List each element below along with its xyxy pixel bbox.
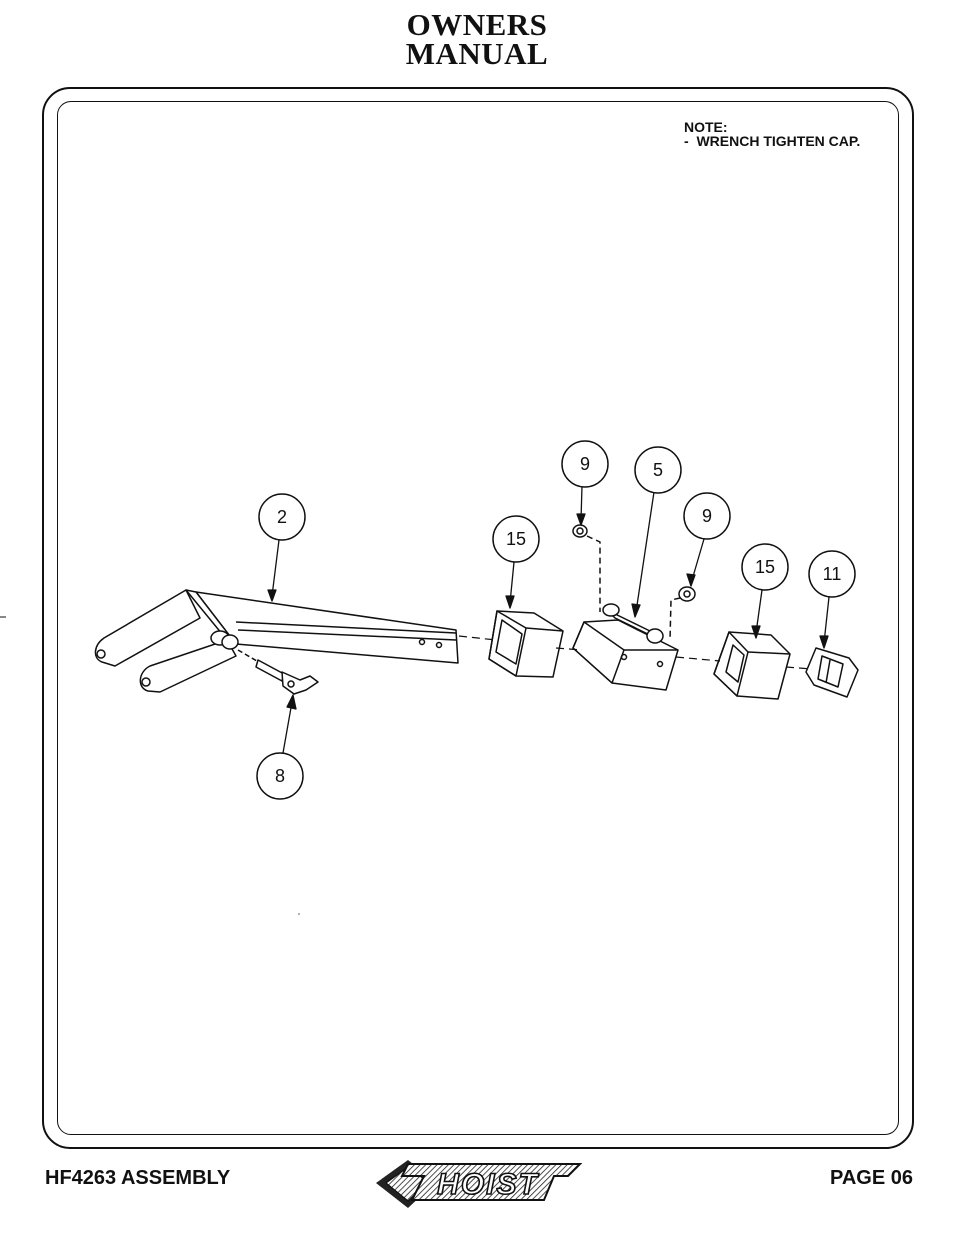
callout-label-9-top: 9 <box>580 454 590 474</box>
part-arm-tube <box>94 589 459 693</box>
callout-8: 8 <box>256 752 304 800</box>
callout-2: 2 <box>258 493 306 541</box>
title-line-2: MANUAL <box>405 36 549 71</box>
assembly-note: NOTE: - WRENCH TIGHTEN CAP. <box>684 120 860 148</box>
logo-wordmark-block <box>400 1163 583 1201</box>
callout-label-11: 11 <box>823 564 842 584</box>
callout-label-15-right: 15 <box>755 557 775 577</box>
callout-9-right: 9 <box>683 492 731 540</box>
callout-11: 11 <box>808 550 856 598</box>
callout-label-5: 5 <box>653 460 663 480</box>
callout-15-right: 15 <box>741 543 789 591</box>
part-pop-pin <box>237 649 319 695</box>
part-roller-caps <box>572 524 696 641</box>
assembly-centerline <box>458 635 813 670</box>
callout-9-top: 9 <box>561 440 609 488</box>
scan-speck <box>298 913 300 915</box>
part-cap-sleeve-left <box>488 610 564 678</box>
callout-label-9-right: 9 <box>702 506 712 526</box>
callout-5: 5 <box>634 446 682 494</box>
callout-15-left: 15 <box>492 515 540 563</box>
note-heading: NOTE: <box>684 119 728 135</box>
page-frame-outer <box>42 87 914 1149</box>
note-text: - WRENCH TIGHTEN CAP. <box>684 133 861 149</box>
part-cap-sleeve-right <box>713 631 791 700</box>
logo-wordmark: HOIST <box>437 1168 539 1201</box>
manual-title: OWNERS MANUAL <box>0 7 954 71</box>
callout-label-2: 2 <box>277 507 287 527</box>
callout-label-15-left: 15 <box>506 529 526 549</box>
footer-page-number: PAGE 06 <box>830 1167 913 1189</box>
page-frame-inner <box>57 101 899 1135</box>
part-end-cap <box>805 647 859 698</box>
callout-label-8: 8 <box>275 766 285 786</box>
hoist-logo: HOIST <box>376 1160 583 1208</box>
callout-balloons: 2 8 15 9 5 9 15 11 <box>256 440 856 800</box>
footer-model: HF4263 ASSEMBLY <box>45 1167 231 1189</box>
callout-leaders <box>267 485 830 754</box>
title-line-1: OWNERS <box>406 7 548 42</box>
part-roller-bracket <box>572 603 679 691</box>
